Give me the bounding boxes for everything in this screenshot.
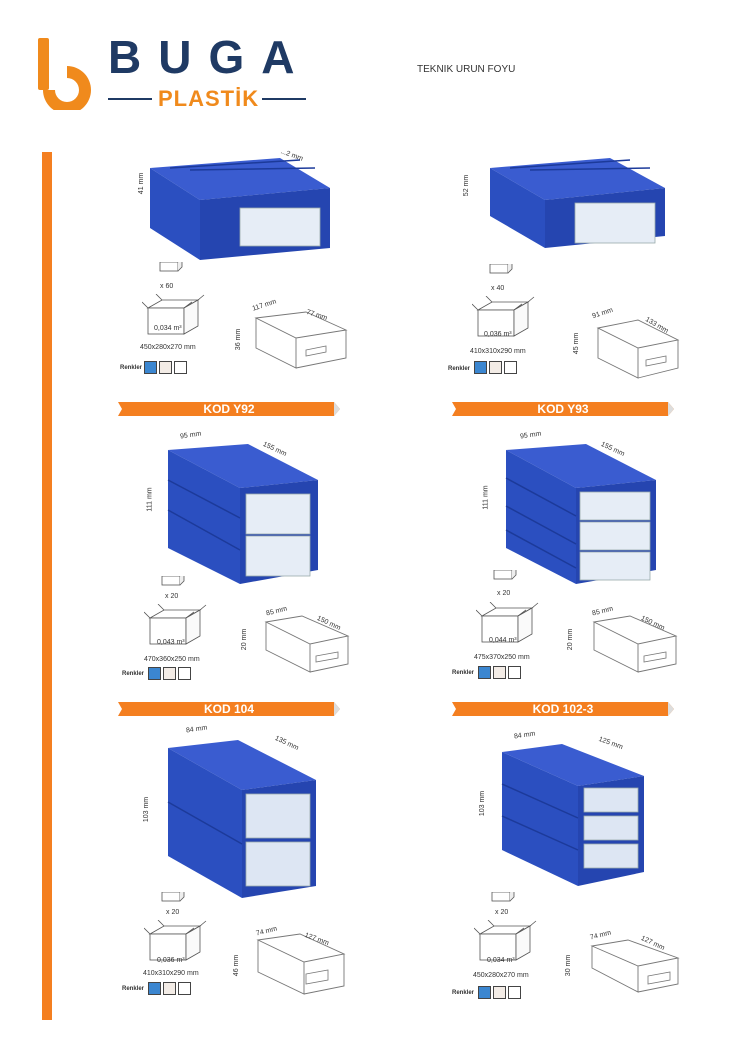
drawer-outline-6 [590,939,680,993]
side-accent-bar [42,152,52,1020]
carton-dims: 450x280x270 mm [473,972,529,979]
drawer-height: 45 mm [573,332,581,355]
drawer-outline-1 [254,311,348,369]
drawer-height: 20 mm [241,628,249,651]
colors-label: Renkler [448,366,471,372]
pack-qty: x 20 [497,590,511,597]
drawer-height: 30 mm [565,954,573,977]
drawer-height: 20 mm [567,628,575,651]
swatch-blue [148,982,161,995]
swatch-cream [163,982,176,995]
buga-logo-icon [38,38,91,110]
swatch-blue [474,361,487,374]
color-swatches [478,666,523,684]
colors-label: Renkler [122,671,145,677]
pack-qty: x 20 [165,593,179,600]
product-code: KOD 104 [203,702,255,716]
swatch-blue [144,361,157,374]
color-swatches [474,361,519,379]
swatch-blue [478,666,491,679]
swatch-blue [478,986,491,999]
swatch-cream [493,666,506,679]
product-illustration-2 [490,158,665,248]
swatch-white [508,666,521,679]
product-illustration-5 [167,740,316,898]
swatch-blue [148,667,161,680]
drawer-outline-5 [256,933,346,995]
swatch-white [178,667,191,680]
product-code: KOD 102-3 [532,702,594,716]
brand-divider-right [262,98,306,100]
pack-qty: x 40 [491,285,505,292]
carton-dims: 410x310x290 mm [470,348,526,355]
brand-name: BUGA [108,31,312,83]
product-illustration-4 [505,444,656,584]
swatch-white [174,361,187,374]
carton-volume: 0,034 m³ [487,957,515,964]
carton-volume: 0,043 m³ [157,639,185,646]
width-label: 95 mm [179,430,202,441]
product-code: KOD Y93 [537,402,589,416]
document-title: TEKNIK URUN FOYU [417,64,516,75]
color-swatches [148,667,193,685]
carton-volume: 0,036 m³ [484,331,512,338]
pack-qty: x 20 [495,909,509,916]
width-label: 84 mm [513,730,536,741]
product-code-banner: KOD Y92 [118,402,340,416]
swatch-cream [489,361,502,374]
carton-volume: 0,044 m³ [489,637,517,644]
colors-label: Renkler [120,365,143,371]
color-swatches [478,986,523,1004]
brand-divider-left [108,98,152,100]
height-label: 111 mm [482,485,490,510]
carton-volume: 0,036 m³ [157,957,185,964]
brand-sub: PLASTİK [158,86,260,111]
drawer-outline-2 [596,319,680,379]
carton-dims: 410x310x290 mm [143,970,199,977]
product-code-banner: KOD 104 [118,702,340,716]
color-swatches [148,982,193,1000]
drawer-height: 36 mm [235,328,243,351]
unit-box-icon [489,264,513,274]
pack-qty: x 60 [160,283,174,290]
carton-volume: 0,034 m³ [154,325,182,332]
carton-dims: 470x360x250 mm [144,656,200,663]
swatch-white [508,986,521,999]
width-label: 84 mm [185,724,208,735]
width-label: 95 mm [519,430,542,441]
unit-box-icon [159,262,183,272]
colors-label: Renkler [122,986,145,992]
product-illustration-1 [150,158,330,260]
swatch-cream [493,986,506,999]
height-label: 52 mm [463,174,471,197]
swatch-cream [163,667,176,680]
carton-dims: 475x370x250 mm [474,654,530,661]
pack-qty: x 20 [166,909,180,916]
color-swatches [144,361,189,379]
drawer-height: 46 mm [233,954,241,977]
swatch-cream [159,361,172,374]
colors-label: Renkler [452,670,475,676]
swatch-white [504,361,517,374]
drawer-outline-3 [264,615,350,673]
product-illustration-6 [501,744,644,886]
swatch-white [178,982,191,995]
height-label: 111 mm [146,487,154,512]
product-code-banner: KOD Y93 [452,402,674,416]
height-label: 41 mm [138,172,146,195]
carton-dims: 450x280x270 mm [140,344,196,351]
height-label: 103 mm [143,796,151,823]
colors-label: Renkler [452,990,475,996]
product-illustration-3 [167,444,318,584]
drawer-outline-4 [592,615,678,673]
product-code-banner: KOD 102-3 [452,702,674,716]
product-code: KOD Y92 [203,402,255,416]
height-label: 103 mm [479,790,487,817]
unit-box-icon [493,570,517,580]
